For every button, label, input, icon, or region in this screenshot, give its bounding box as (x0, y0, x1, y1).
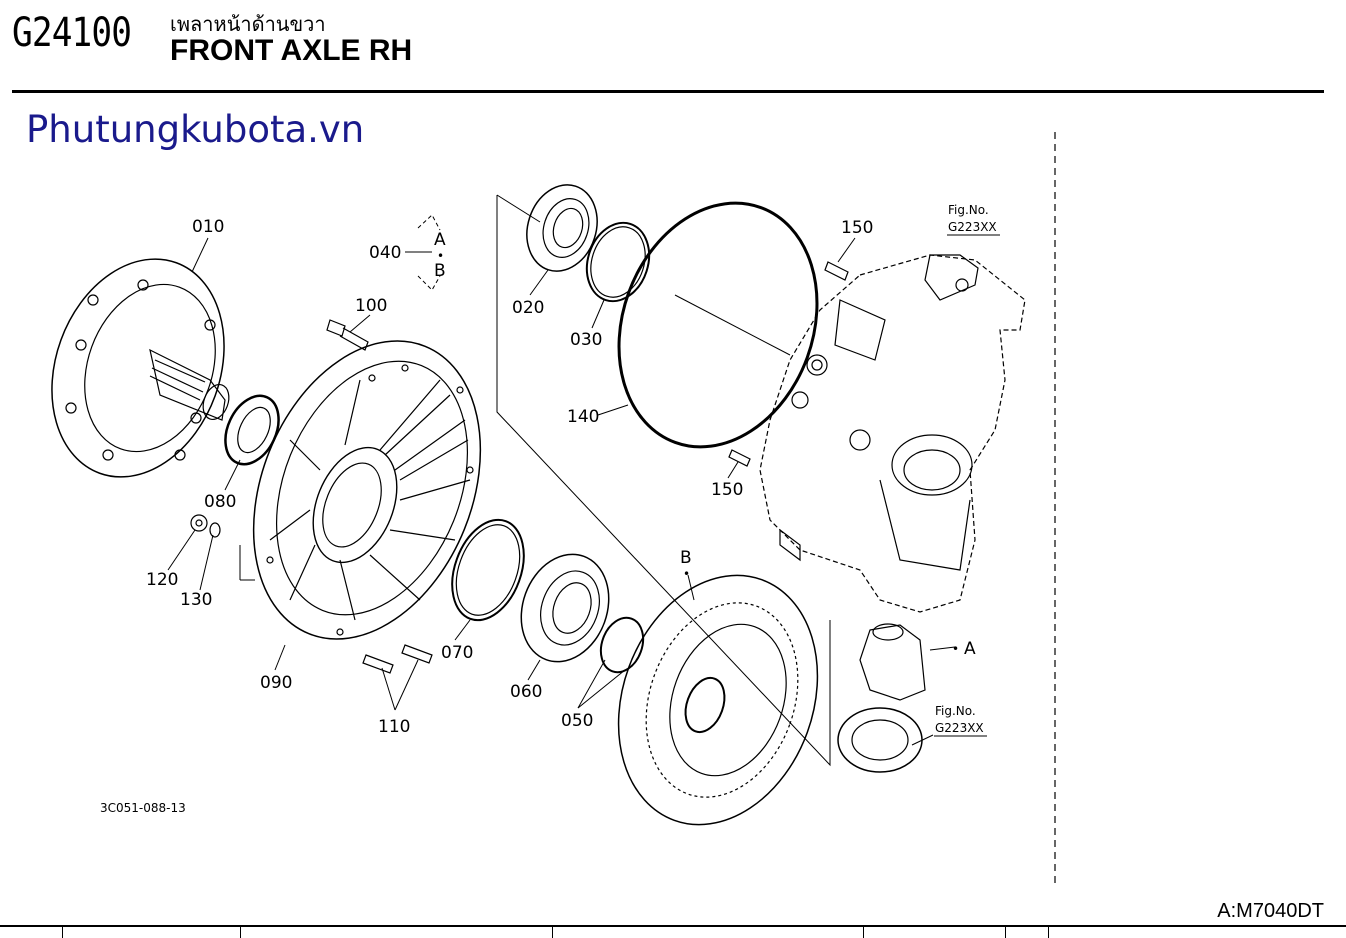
part-090-axle-housing (252, 340, 482, 640)
part-110-studs (362, 644, 433, 674)
pinion-gear (859, 623, 926, 701)
watermark: Phutungkubota.vn (26, 108, 365, 151)
footer-table-divider (863, 925, 864, 938)
callout-150-lower: 150 (711, 480, 743, 500)
callout-110: 110 (378, 717, 410, 737)
ref-a-label-040: A (434, 230, 446, 250)
part-130-washer (209, 522, 221, 538)
callout-140: 140 (567, 407, 599, 427)
part-140-o-ring (617, 201, 819, 449)
footer-table-divider (62, 925, 63, 938)
callout-050: 050 (561, 711, 593, 731)
page-code: G24100 (12, 10, 132, 56)
page-title-thai: เพลาหน้าด้านขวา (170, 12, 326, 36)
callout-130: 130 (180, 590, 212, 610)
callout-120: 120 (146, 570, 178, 590)
bevel-gear (617, 574, 819, 826)
fig-ref-number-top: G223XX (948, 220, 997, 234)
part-100-bolt (326, 319, 369, 351)
header-divider (12, 90, 1324, 93)
page-title: FRONT AXLE RH (170, 34, 413, 67)
callout-090: 090 (260, 673, 292, 693)
final-case (759, 254, 1026, 613)
part-020-bearing (526, 184, 598, 272)
part-070-ring (451, 518, 525, 622)
drawing-code: 3C051-088-13 (100, 801, 186, 815)
callout-070: 070 (441, 643, 473, 663)
ref-b-label-040: B (434, 261, 446, 281)
fig-ref-label-top: Fig.No. (948, 203, 989, 217)
part-150-pin-lower (728, 449, 751, 467)
callout-100: 100 (355, 296, 387, 316)
callout-020: 020 (512, 298, 544, 318)
part-010-flange-shaft (51, 258, 230, 478)
footer-table-divider (552, 925, 553, 938)
ref-dot-pinion: • (952, 642, 959, 656)
part-030-ring (585, 221, 651, 303)
part-120-nut (190, 514, 208, 532)
model-code: A:M7040DT (1217, 900, 1324, 922)
footer-table-divider (240, 925, 241, 938)
callout-010: 010 (192, 217, 224, 237)
callout-080: 080 (204, 492, 236, 512)
fig-ref-label-bottom: Fig.No. (935, 704, 976, 718)
callout-030: 030 (570, 330, 602, 350)
ref-b-label-gear: B (680, 548, 692, 568)
ref-dot-040: • (437, 249, 444, 263)
footer-divider (0, 925, 1346, 927)
footer-table-divider (1048, 925, 1049, 938)
ref-a-label-pinion: A (964, 639, 976, 659)
callout-150-upper: 150 (841, 218, 873, 238)
pinion-bearing (837, 707, 923, 773)
callout-040: 040 (369, 243, 401, 263)
part-050-snap-ring (599, 616, 645, 674)
callout-060: 060 (510, 682, 542, 702)
part-150-pin-upper (824, 261, 849, 281)
fig-ref-number-bottom: G223XX (935, 721, 984, 735)
part-060-bearing (520, 553, 610, 663)
part-080-oil-seal (224, 394, 280, 466)
footer-table-divider (1005, 925, 1006, 938)
final-case-details (779, 254, 979, 571)
ref-dot-gear: • (683, 567, 690, 581)
